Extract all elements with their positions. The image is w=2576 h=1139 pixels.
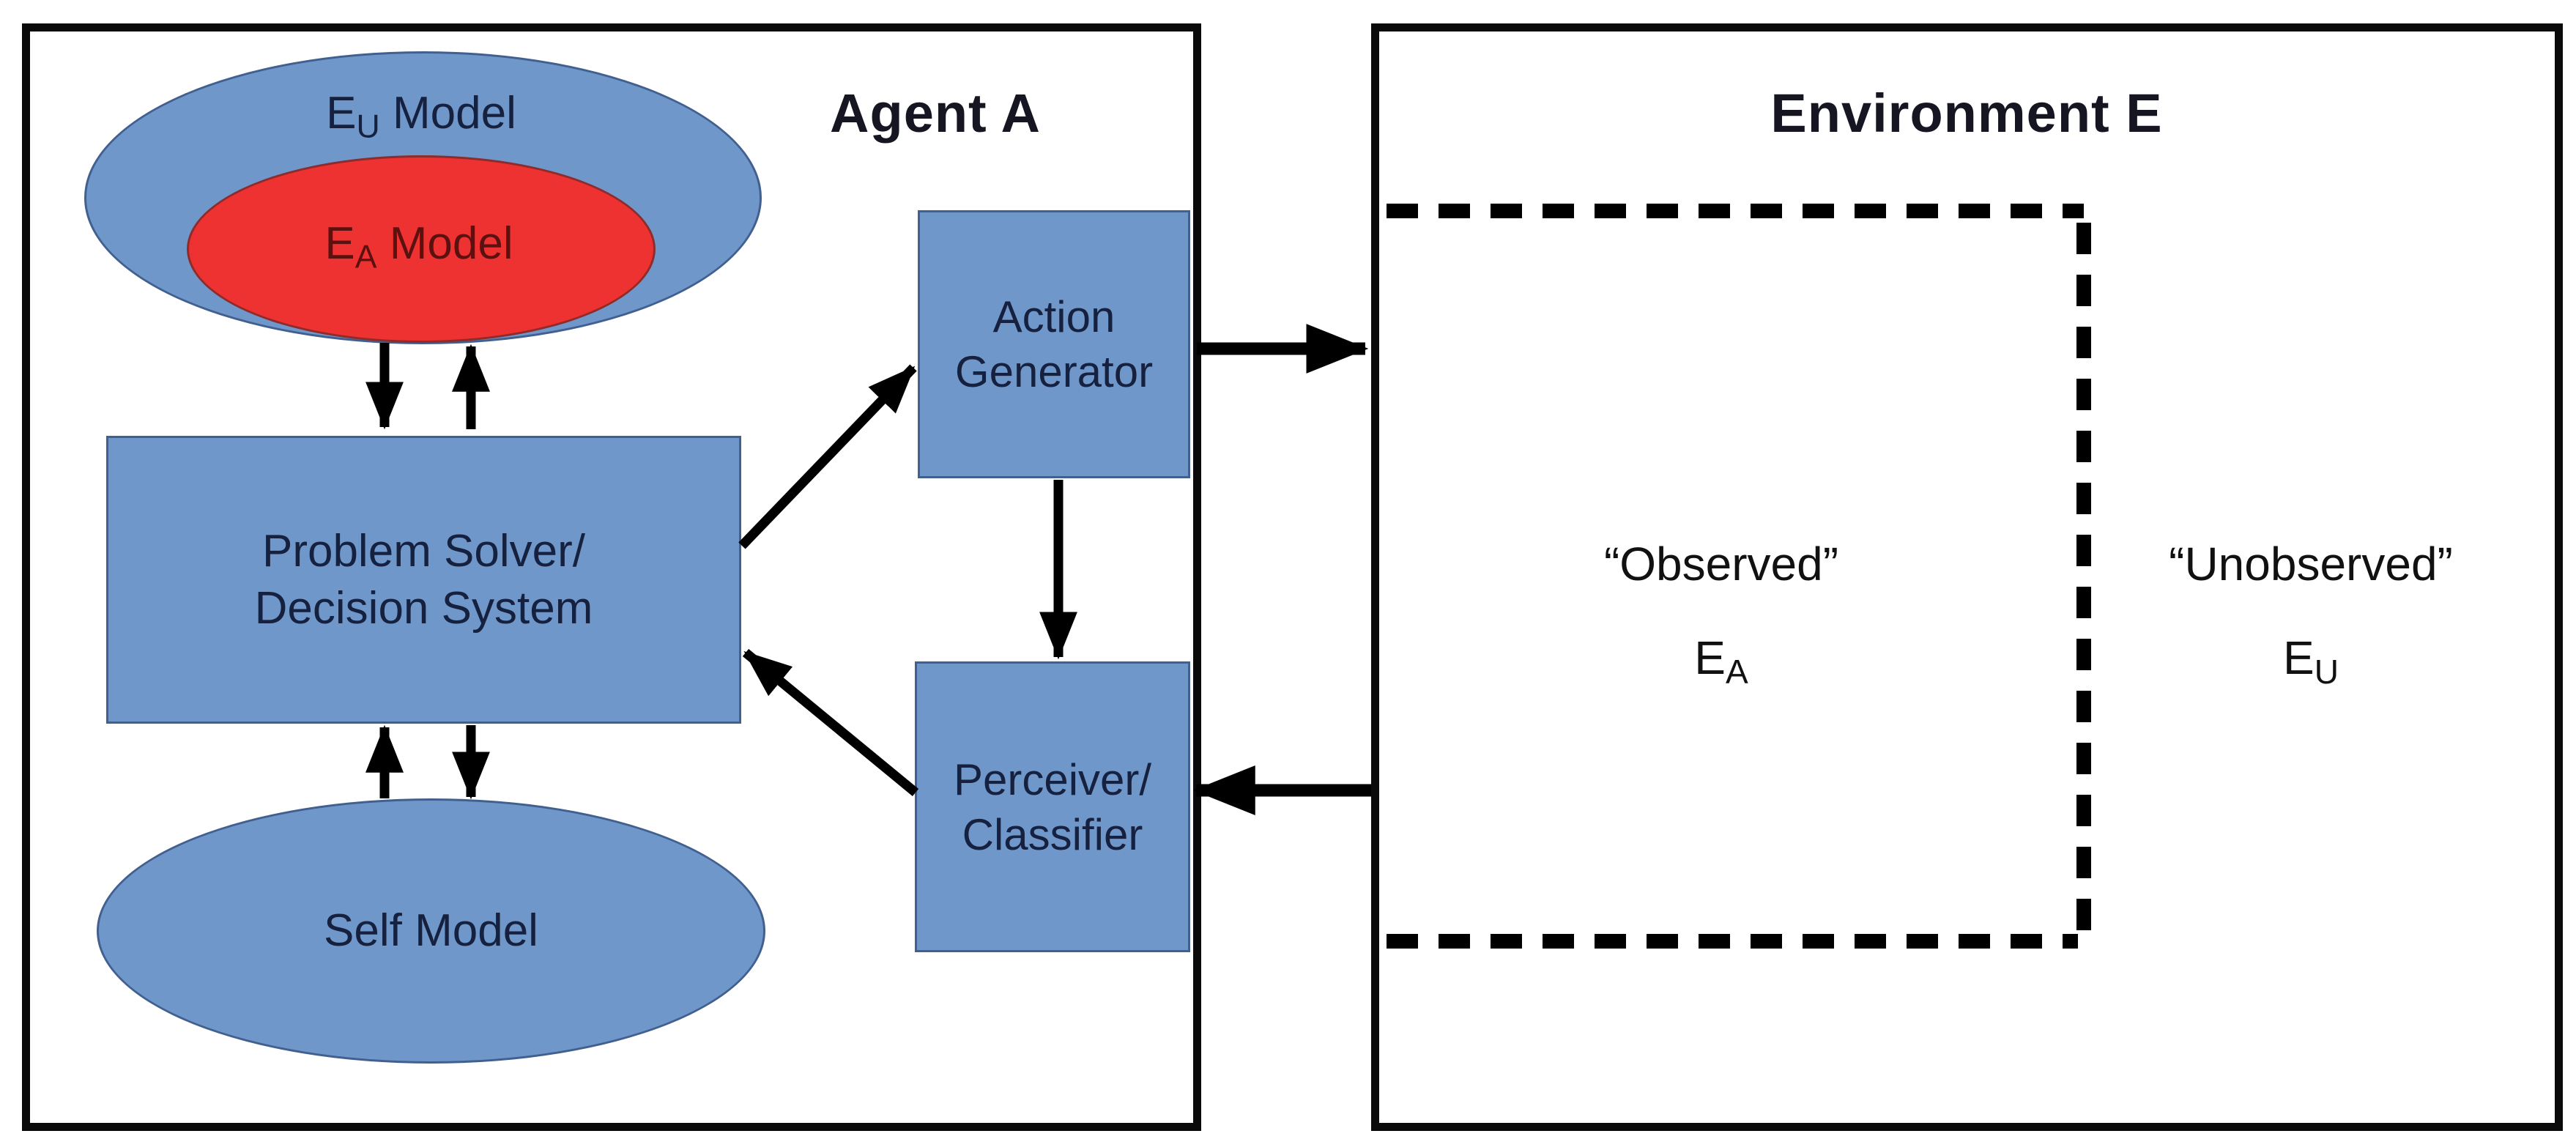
ea-model-ellipse bbox=[187, 155, 656, 343]
problem-solver-box: Problem Solver/ Decision System bbox=[106, 436, 741, 724]
perceiver-label-line1: Perceiver/ bbox=[953, 754, 1152, 804]
action-generator-label-line2: Generator bbox=[954, 347, 1154, 396]
perceiver-label-line2: Classifier bbox=[962, 809, 1143, 859]
environment-box bbox=[1371, 23, 2563, 1131]
unobserved-eu-main: E bbox=[2283, 631, 2315, 684]
observed-label-text: “Observed” bbox=[1603, 538, 1839, 590]
unobserved-region-label: “Unobserved” EU bbox=[2091, 517, 2531, 705]
observed-ea-label: EA bbox=[1502, 611, 1941, 705]
observed-ea-main: E bbox=[1694, 631, 1726, 684]
problem-solver-label-line2: Decision System bbox=[254, 582, 593, 634]
ea-model-label-main: E bbox=[324, 218, 355, 269]
eu-model-label-main: E bbox=[326, 88, 357, 138]
environment-title: Environment E bbox=[1770, 83, 2163, 144]
unobserved-eu-sub: U bbox=[2314, 652, 2339, 691]
problem-solver-label-line1: Problem Solver/ bbox=[261, 526, 586, 576]
action-generator-box: Action Generator bbox=[918, 210, 1190, 478]
self-model-label: Self Model bbox=[324, 905, 538, 956]
unobserved-label-text: “Unobserved” bbox=[2169, 538, 2453, 590]
eu-model-label: EU Model bbox=[201, 86, 641, 146]
observed-region-label: “Observed” EA bbox=[1502, 517, 1941, 705]
agent-title: Agent A bbox=[830, 83, 1041, 144]
agent-box bbox=[22, 23, 1201, 1131]
ea-model-label: EA Model bbox=[199, 217, 639, 277]
ea-model-label-rest: Model bbox=[376, 218, 513, 269]
perceiver-classifier-box: Perceiver/ Classifier bbox=[915, 661, 1190, 952]
eu-model-label-rest: Model bbox=[379, 88, 516, 138]
observed-ea-sub: A bbox=[1725, 652, 1748, 691]
eu-model-label-sub: U bbox=[356, 108, 380, 145]
action-generator-label-line1: Action bbox=[992, 292, 1116, 341]
ea-model-label-sub: A bbox=[355, 239, 377, 275]
unobserved-eu-label: EU bbox=[2091, 611, 2531, 705]
self-model-ellipse: Self Model bbox=[97, 798, 765, 1064]
